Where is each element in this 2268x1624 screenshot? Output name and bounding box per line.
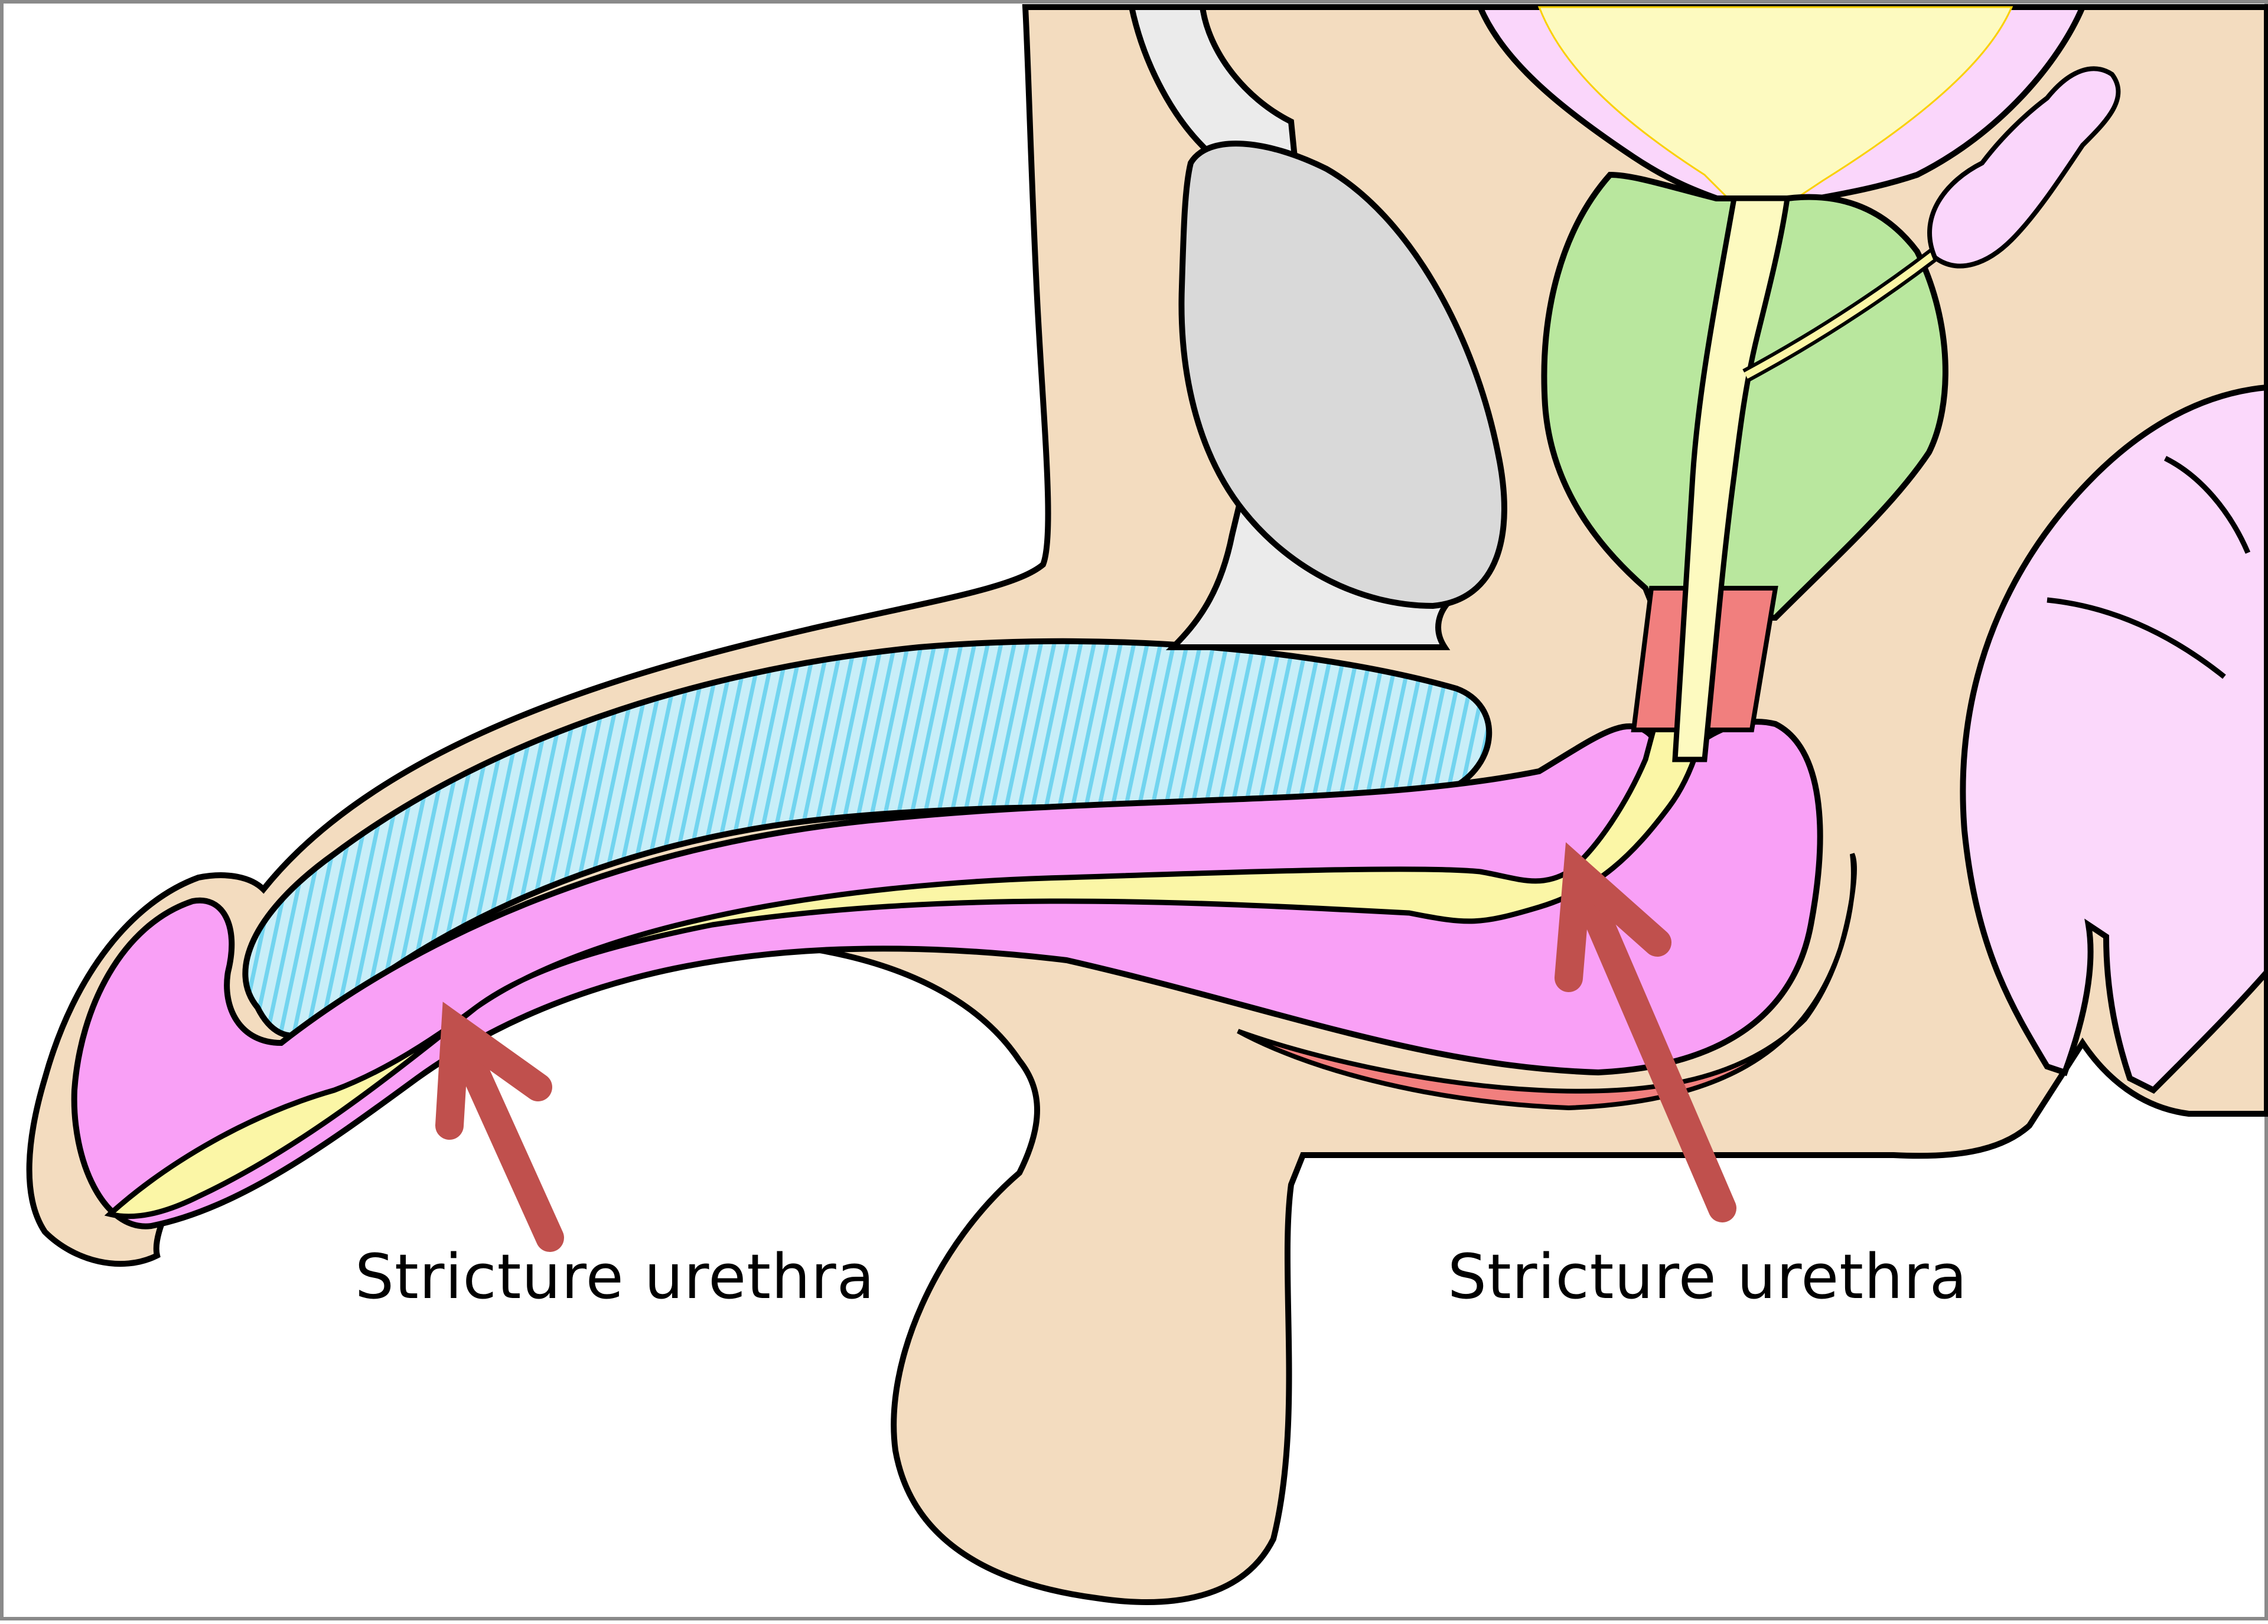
ejaculatory-duct-fill bbox=[1744, 237, 1955, 379]
rectum-fold-2 bbox=[2047, 597, 2226, 679]
stricture-label-penile: Stricture urethra bbox=[355, 1241, 875, 1313]
urethra-prostatic bbox=[1672, 195, 1791, 762]
anatomy-illustration bbox=[26, 4, 2268, 1605]
stricture-label-bulbar: Stricture urethra bbox=[1448, 1241, 1968, 1313]
seminal-vesicle bbox=[1927, 66, 2121, 269]
rectum-fold-1 bbox=[2163, 455, 2251, 554]
pubic-bone bbox=[1178, 141, 1507, 609]
arrow-penile-stricture bbox=[435, 1002, 564, 1252]
bulbospongiosus-muscle bbox=[1237, 853, 1857, 1111]
arrow-bulbar-stricture bbox=[1555, 842, 1736, 1222]
bladder-lumen bbox=[1537, 6, 2013, 206]
corpus-cavernosum bbox=[242, 638, 1493, 1039]
rectum bbox=[1960, 384, 2268, 1094]
